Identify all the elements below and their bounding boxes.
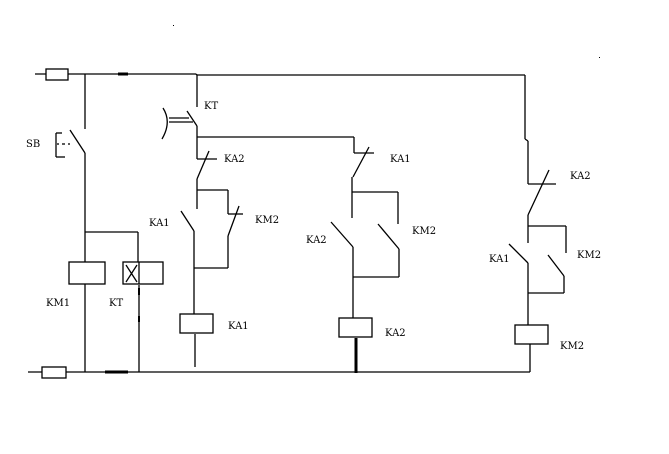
ka1-coil-label: KA1 [228, 321, 249, 332]
bottom-fuse [41, 366, 67, 379]
column2-ka1-nc-label: KA1 [390, 154, 411, 165]
stray-dot [599, 57, 600, 58]
ka1-coil [179, 313, 214, 334]
km2-coil-label: KM2 [560, 341, 584, 352]
stray-dot [173, 25, 174, 26]
top-fuse [45, 68, 69, 81]
column2-ka2-no-label: KA2 [306, 235, 327, 246]
column3-ka1-no-label: KA1 [489, 254, 510, 265]
column3-ka2-nc-label: KA2 [570, 171, 591, 182]
column1-ka2-nc-label: KA2 [224, 154, 245, 165]
kt-coil [122, 261, 164, 285]
kt-coil-label: KT [109, 298, 123, 309]
column3-km2-no-label: KM2 [577, 250, 601, 261]
kt-contact-label: KT [204, 101, 218, 112]
column2-km2-no-label: KM2 [412, 226, 436, 237]
sb-label: SB [26, 139, 40, 150]
column2-wires [330, 137, 400, 373]
ka2-coil-label: KA2 [385, 328, 406, 339]
sb-pushbutton [55, 74, 86, 232]
column1-ka1-no-label: KA1 [149, 218, 170, 229]
km2-coil [514, 324, 549, 345]
kt-time-delay-contact [161, 75, 198, 140]
km1-coil-label: KM1 [46, 298, 70, 309]
ka2-coil [338, 317, 373, 338]
coil-branch-wires [84, 231, 140, 372]
column1-km2-no-label: KM2 [255, 215, 279, 226]
column1-wires [180, 126, 354, 367]
column3-wires [508, 75, 567, 372]
km1-coil [68, 261, 106, 285]
top-power-rail [35, 72, 525, 76]
